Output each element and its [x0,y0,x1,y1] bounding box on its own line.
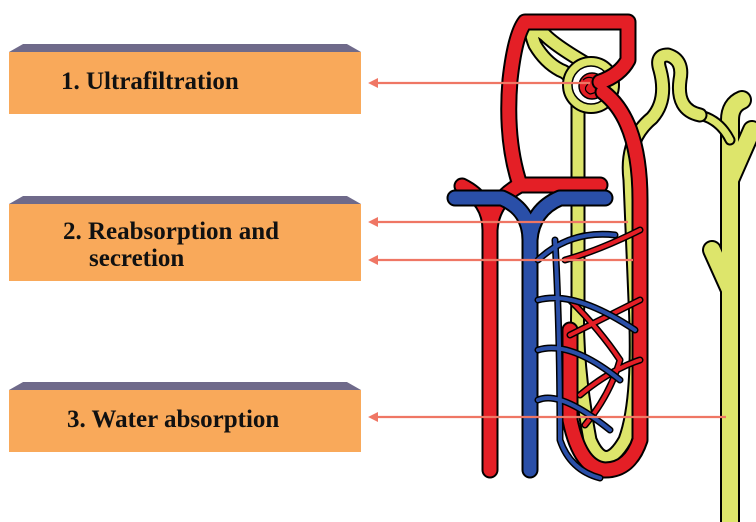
collecting-duct [700,100,752,522]
